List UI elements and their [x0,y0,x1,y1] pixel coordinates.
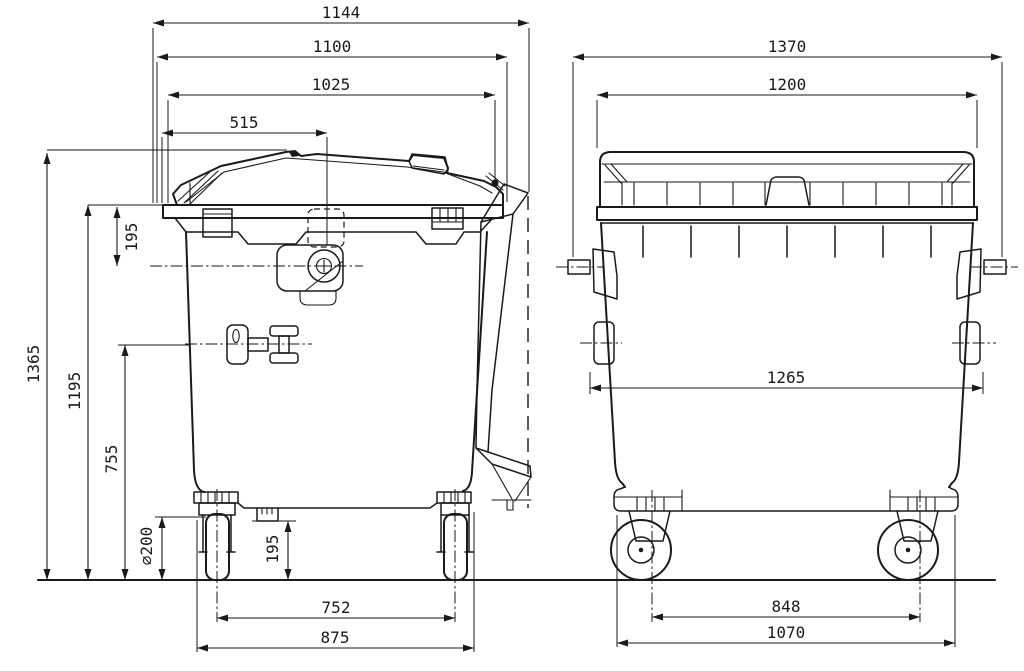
dim-front-footprint-width: 1070 [617,623,955,647]
dim-side-wheel-spacing: 752 [217,598,455,622]
dim-front-lid-width: 1200 [597,75,977,99]
caster-front-left [610,510,672,581]
dim-front-footprint-width-value: 1070 [767,623,806,642]
din-pocket-right [952,321,996,365]
comb-emblem [185,324,312,365]
din-pocket-left [580,321,622,365]
lid-front [599,151,975,208]
lid-closed [172,150,506,206]
dim-side-wheel-spacing-value: 752 [322,598,351,617]
dim-side-lid-band-height-value: 195 [122,223,141,252]
dimensions-side: 1144 1100 1025 515 1365 1195 755 ⌀200 [24,3,530,652]
rim-pocket-right [431,207,464,230]
dim-side-rim-height-value: 1195 [65,372,84,411]
wheel-front-left [610,519,672,581]
dim-front-wheel-spacing-value: 848 [772,597,801,616]
wheel-front-right [877,519,939,581]
side-view [150,137,532,622]
dim-side-rim-height: 1195 [65,205,92,580]
dim-side-footprint-length-value: 875 [321,628,350,647]
lid-lock [150,137,363,306]
front-view [556,151,1018,622]
container-body-front [600,222,974,512]
dim-side-total-height-value: 1365 [24,345,43,384]
rim-front [596,206,978,221]
lid-open-position [475,183,532,511]
dim-side-overall-length-value: 1144 [322,3,361,22]
dim-side-wheel-diameter: ⌀200 [137,517,166,580]
dim-side-lid-length-value: 1025 [312,75,351,94]
dim-front-body-width-value: 1265 [767,368,806,387]
dim-front-overall-width: 1370 [573,37,1002,61]
container-body-side [185,231,488,522]
dim-side-total-height: 1365 [24,153,51,580]
dim-front-overall-width-value: 1370 [768,37,807,56]
side-bracket-left [592,248,618,300]
dim-side-footprint-length: 875 [197,628,474,652]
dim-side-clearance-height-value: 195 [263,535,282,564]
dimensions-front: 1370 1200 1265 848 1070 [572,37,1003,647]
caster-front-right [877,510,939,581]
dim-side-body-length: 1100 [157,37,507,61]
dim-side-lock-offset: 515 [162,113,327,137]
dim-side-clearance-height: 195 [263,521,292,580]
dim-side-lid-band-height: 195 [113,207,141,266]
dim-side-wheel-diameter-value: ⌀200 [137,527,156,566]
trunnion-pin-right [970,259,1018,275]
dim-side-overall-length: 1144 [153,3,529,27]
dim-side-lock-offset-value: 515 [230,113,259,132]
dim-front-body-width: 1265 [590,368,983,392]
body-ribs [642,225,932,258]
dim-side-lid-length: 1025 [168,75,495,99]
lid-handle [765,176,810,206]
side-bracket-right [956,248,982,300]
rim-pocket-left [202,208,233,238]
dim-side-body-length-value: 1100 [313,37,352,56]
dim-side-emblem-height: 755 [102,345,129,580]
dim-front-wheel-spacing: 848 [652,597,920,621]
trunnion-pin-left [556,259,604,275]
dim-side-emblem-height-value: 755 [102,445,121,474]
dim-front-lid-width-value: 1200 [768,75,807,94]
